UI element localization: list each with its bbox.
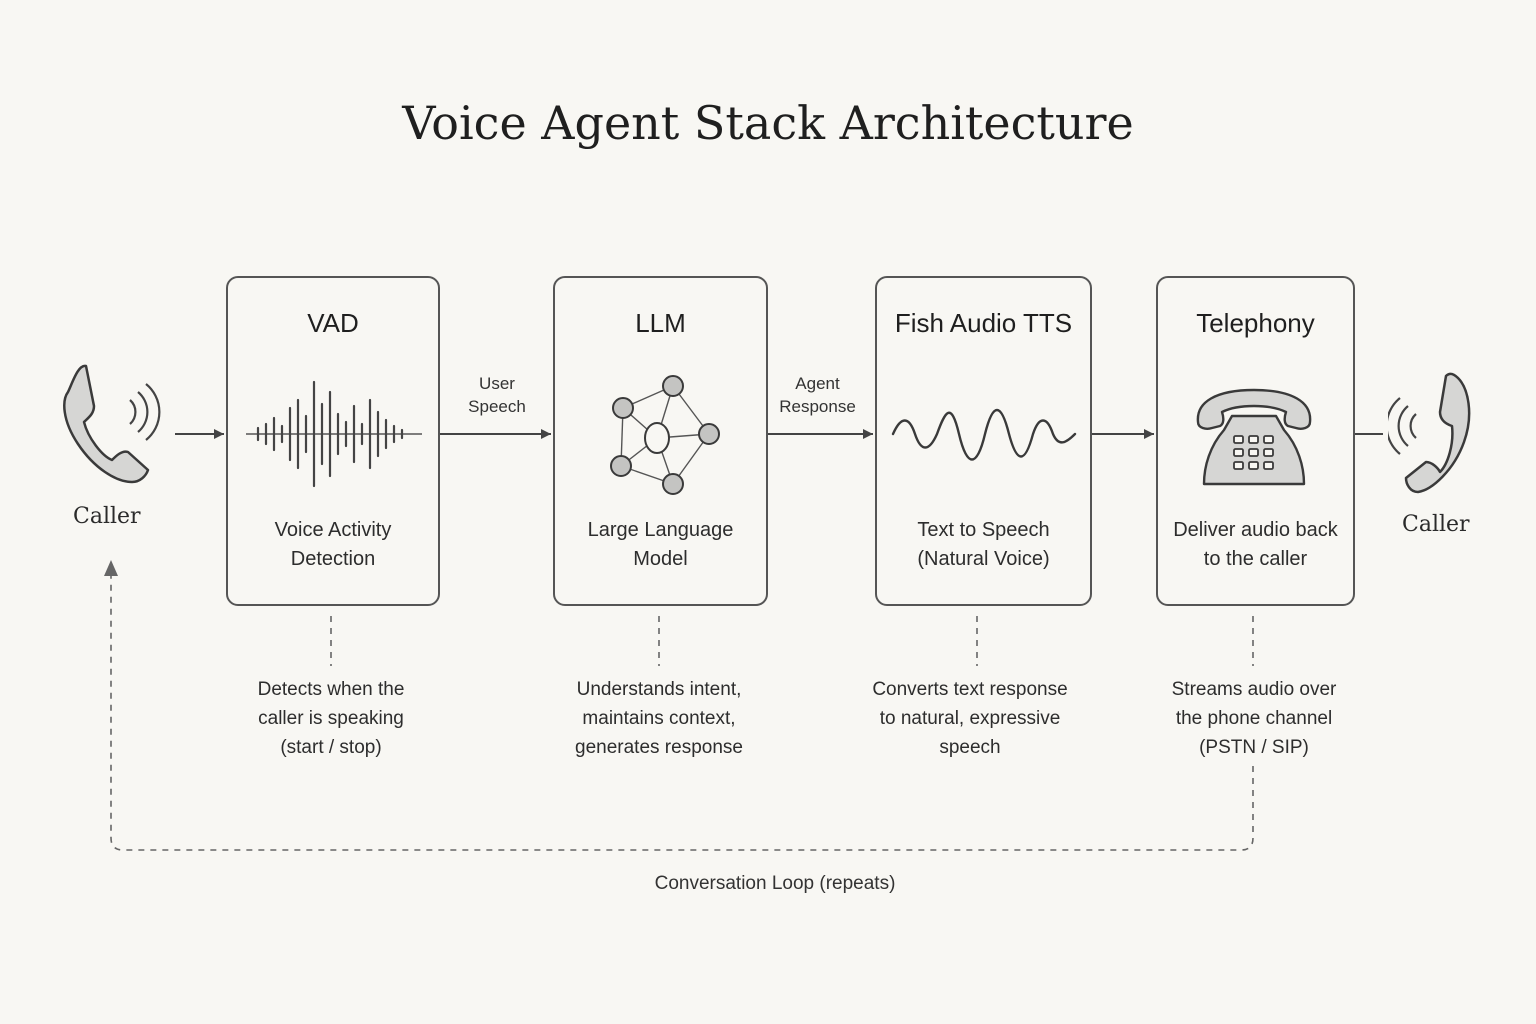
- stage-llm: LLM Large Language Model: [553, 276, 768, 606]
- stage-description: Text to Speech (Natural Voice): [877, 516, 1090, 574]
- conversation-loop-arrowhead: [104, 560, 118, 576]
- waveform-spikes-icon: [246, 380, 422, 488]
- stage-telephony: Telephony Deliver audio back to the call…: [1156, 276, 1355, 606]
- caller-left-label: Caller: [73, 504, 141, 529]
- stage-description: Voice Activity Detection: [228, 516, 438, 574]
- stage-description: Deliver audio back to the caller: [1158, 516, 1353, 574]
- stage-description-line: Voice Activity: [274, 519, 392, 541]
- note-llm: Understands intent, maintains context, g…: [534, 675, 784, 762]
- stage-description-line: Large Language: [587, 519, 734, 541]
- caller-phone-right-icon: [1388, 372, 1471, 494]
- note-telephony: Streams audio over the phone channel (PS…: [1134, 675, 1374, 762]
- note-line: the phone channel: [1175, 708, 1333, 729]
- stage-description-line: Model: [633, 548, 688, 570]
- note-line: maintains context,: [582, 708, 736, 729]
- flow-label-line: Response: [779, 397, 856, 416]
- flow-label-line: User: [479, 374, 515, 393]
- note-line: to natural, expressive: [879, 708, 1061, 729]
- note-line: Converts text response: [872, 679, 1068, 700]
- sine-wave-icon: [891, 409, 1077, 461]
- note-line: caller is speaking: [258, 708, 404, 729]
- stage-description-line: Deliver audio back: [1173, 519, 1338, 541]
- flow-label-user-speech: User Speech: [452, 372, 542, 418]
- caller-right-label: Caller: [1402, 512, 1470, 537]
- stage-description-line: Text to Speech: [917, 519, 1050, 541]
- stage-tts: Fish Audio TTS Text to Speech (Natural V…: [875, 276, 1092, 606]
- note-line: (start / stop): [280, 737, 382, 758]
- note-vad: Detects when the caller is speaking (sta…: [211, 675, 451, 762]
- neural-network-icon: [610, 375, 720, 495]
- diagram-title: Voice Agent Stack Architecture: [402, 96, 1134, 150]
- stage-description: Large Language Model: [555, 516, 766, 574]
- stage-title: LLM: [635, 308, 686, 338]
- note-line: (PSTN / SIP): [1199, 737, 1309, 758]
- conversation-loop-path: [110, 568, 1254, 851]
- flow-label-agent-response: Agent Response: [770, 372, 865, 418]
- flow-label-line: Speech: [468, 397, 526, 416]
- stage-vad: VAD Voice Activity Detection: [226, 276, 440, 606]
- stage-title: VAD: [307, 308, 359, 338]
- stage-title: Fish Audio TTS: [894, 308, 1073, 338]
- note-line: Streams audio over: [1171, 679, 1337, 700]
- stage-title: Telephony: [1196, 308, 1315, 338]
- note-line: Understands intent,: [576, 679, 742, 700]
- stage-description-line: (Natural Voice): [917, 548, 1050, 570]
- stage-description-line: Detection: [290, 548, 376, 570]
- flow-label-line: Agent: [795, 374, 840, 393]
- note-line: generates response: [575, 737, 743, 758]
- conversation-loop-label: Conversation Loop (repeats): [654, 873, 896, 894]
- caller-phone-left-icon: [63, 364, 161, 484]
- note-line: speech: [939, 737, 1001, 758]
- stage-description-line: to the caller: [1203, 548, 1308, 570]
- note-tts: Converts text response to natural, expre…: [840, 675, 1100, 762]
- note-line: Detects when the: [257, 679, 405, 700]
- desk-telephone-icon: [1196, 388, 1312, 486]
